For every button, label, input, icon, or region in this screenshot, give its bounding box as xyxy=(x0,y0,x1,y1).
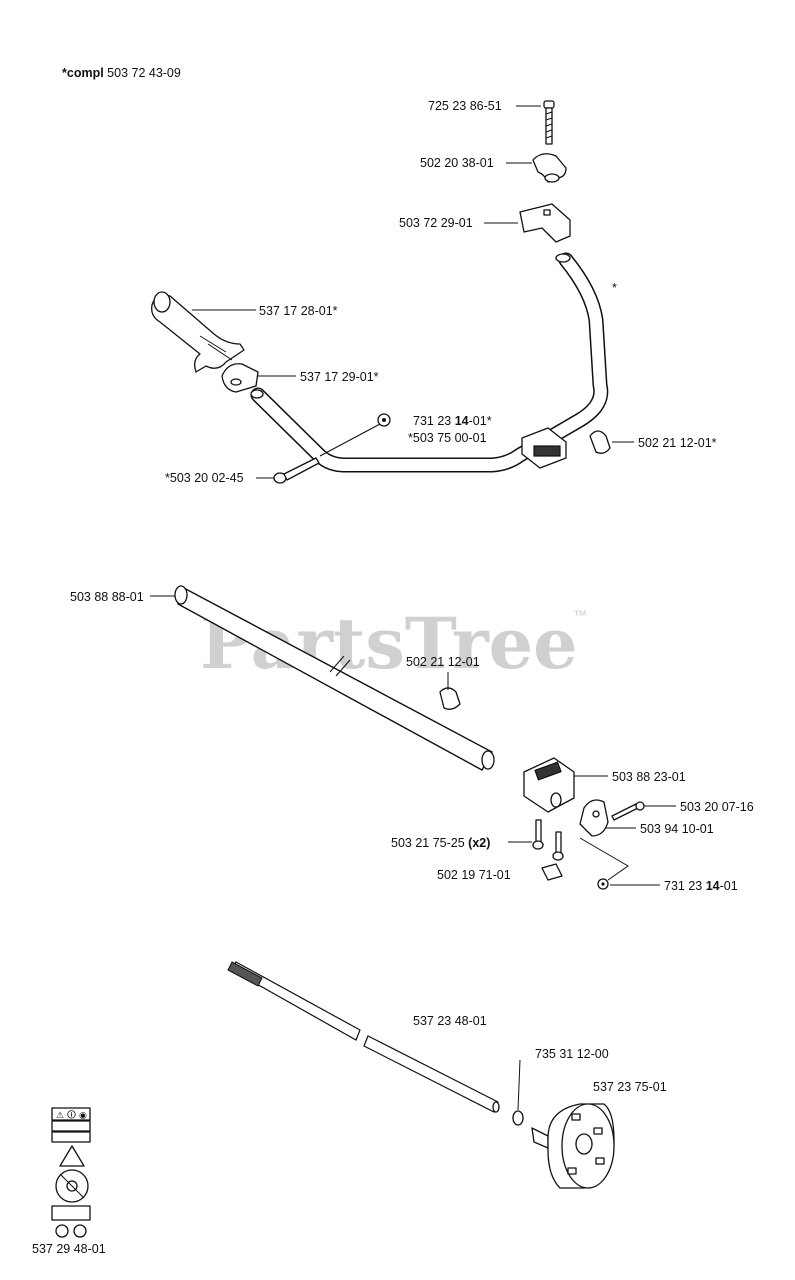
label-502-21-12-01[interactable]: 502 21 12-01 xyxy=(406,655,480,669)
label-537-17-28-01[interactable]: 537 17 28-01* xyxy=(259,304,338,318)
label-502-19-71-01[interactable]: 502 19 71-01 xyxy=(437,868,511,882)
label-537-17-29-01[interactable]: 537 17 29-01* xyxy=(300,370,379,384)
handlebar-clamp-block[interactable] xyxy=(521,427,567,469)
drum-part[interactable] xyxy=(531,1103,615,1189)
knob-side-part[interactable] xyxy=(589,430,611,454)
ring-part[interactable] xyxy=(512,1110,524,1126)
header-note: *compl 503 72 43-09 xyxy=(62,66,181,80)
bolt-part[interactable] xyxy=(543,100,555,145)
label-star: * xyxy=(612,281,617,295)
square-nut-part[interactable] xyxy=(541,863,563,881)
label-503-21-75-25[interactable]: 503 21 75-25 (x2) xyxy=(391,836,490,850)
label-503-20-07-16[interactable]: 503 20 07-16 xyxy=(680,800,754,814)
clamp-part[interactable] xyxy=(519,203,571,243)
label-731-23-14-01[interactable]: 731 23 14-01 xyxy=(664,879,738,893)
screw-short-part[interactable] xyxy=(611,801,645,821)
header-note-number: 503 72 43-09 xyxy=(104,66,181,80)
knob-part[interactable] xyxy=(532,153,567,183)
screw-pair-part[interactable] xyxy=(532,819,564,861)
watermark-tm: ™ xyxy=(573,607,587,623)
label-503-94-10-01[interactable]: 503 94 10-01 xyxy=(640,822,714,836)
label-537-29-48-01[interactable]: 537 29 48-01 xyxy=(32,1242,106,1256)
label-502-21-12-01-star[interactable]: 502 21 12-01* xyxy=(638,436,717,450)
label-537-23-75-01[interactable]: 537 23 75-01 xyxy=(593,1080,667,1094)
label-537-23-48-01[interactable]: 537 23 48-01 xyxy=(413,1014,487,1028)
label-503-75-00-01[interactable]: *503 75 00-01 xyxy=(408,431,487,445)
nut-part[interactable] xyxy=(377,413,391,427)
label-731-23-14-01-star[interactable]: 731 23 14-01* xyxy=(413,414,492,428)
decal-sheet-part[interactable]: ⚠ 🛈 ◉ xyxy=(51,1107,91,1238)
label-502-20-38-01[interactable]: 502 20 38-01 xyxy=(420,156,494,170)
bracket-part[interactable] xyxy=(579,799,609,837)
handle-clamp-part[interactable] xyxy=(221,363,259,393)
label-503-20-02-45[interactable]: *503 20 02-45 xyxy=(165,471,244,485)
label-735-31-12-00[interactable]: 735 31 12-00 xyxy=(535,1047,609,1061)
screw-long-part[interactable] xyxy=(273,457,320,484)
handle-grip-part[interactable] xyxy=(151,291,245,373)
clamp-block-part[interactable] xyxy=(523,757,575,813)
label-503-88-88-01[interactable]: 503 88 88-01 xyxy=(70,590,144,604)
label-503-72-29-01[interactable]: 503 72 29-01 xyxy=(399,216,473,230)
hex-nut-part[interactable] xyxy=(597,878,609,890)
header-note-prefix: *compl xyxy=(62,66,104,80)
shaft-tube-part[interactable] xyxy=(174,585,495,771)
label-725-23-86-51[interactable]: 725 23 86-51 xyxy=(428,99,502,113)
drive-shaft-part[interactable] xyxy=(227,961,500,1113)
svg-text:⚠ 🛈 ◉: ⚠ 🛈 ◉ xyxy=(56,1111,87,1121)
label-503-88-23-01[interactable]: 503 88 23-01 xyxy=(612,770,686,784)
shaft-knob-part[interactable] xyxy=(439,687,461,710)
